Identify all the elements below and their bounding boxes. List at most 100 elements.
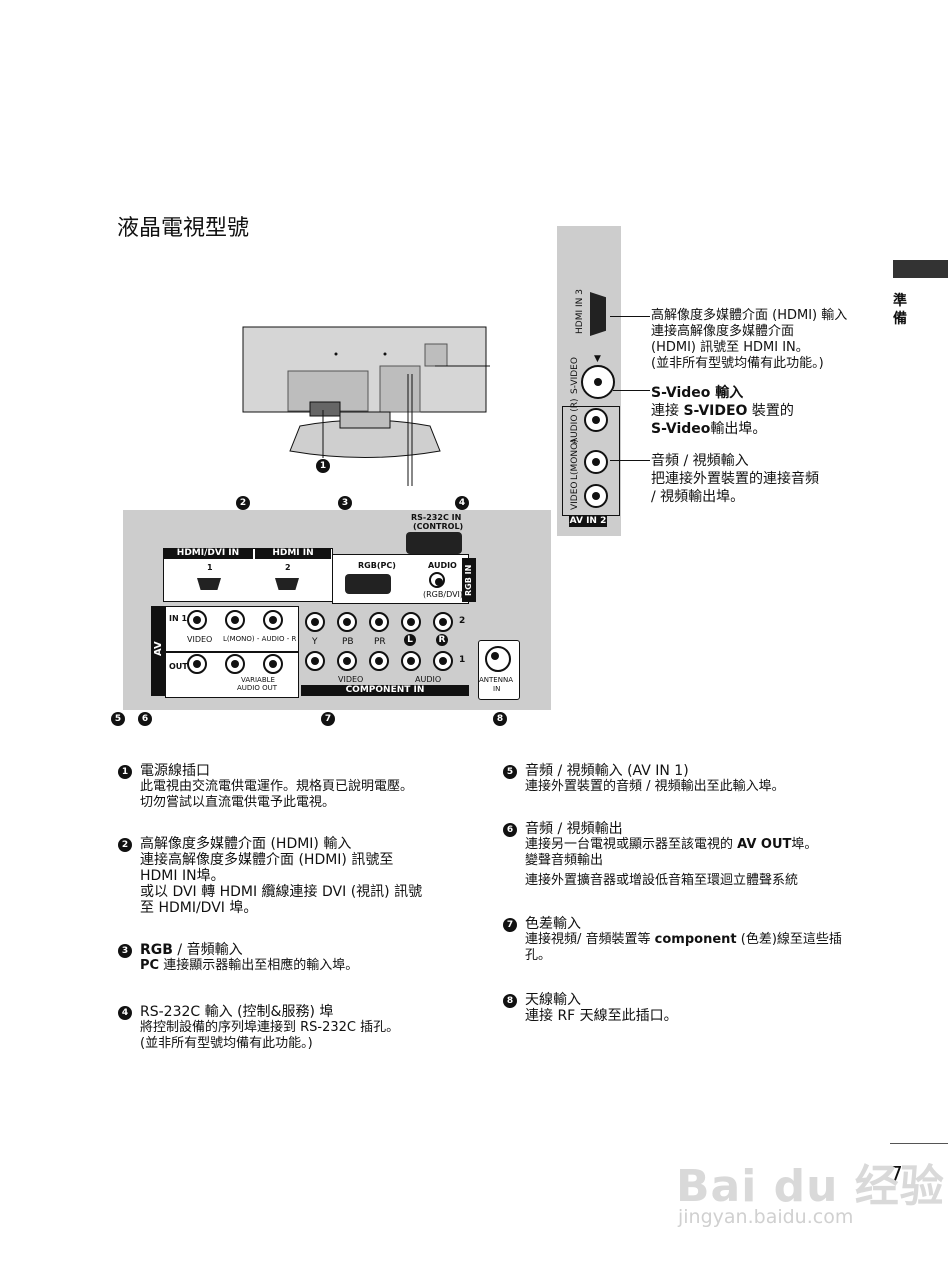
comp-audio-label: AUDIO [415,675,442,684]
desc-av-out-body1-bold: AV OUT [737,837,792,852]
comp-pb-label: PB [342,637,354,647]
svideo-line3-bold: S-Video [651,421,711,437]
av-out-audio-l-jack-icon [225,654,245,674]
comp-row2-label: 2 [459,616,466,626]
page-number: 7 [890,1162,903,1186]
side-input-panel: HDMI IN 3 ▼ S-VIDEO AUDIO (R) L(MONO) VI… [557,226,621,536]
av-out-label: OUT [169,662,188,671]
desc-antenna-title: 天線輸入 [525,992,581,1008]
desc-rgb-title-bold: RGB [140,942,173,958]
svideo-callout-line [613,390,650,391]
desc-hdmi-number: 2 [118,838,132,852]
rgb-in-label: RGB IN [464,564,473,596]
desc-hdmi-body4: 至 HDMI/DVI 埠。 [140,900,258,916]
marker-6: 6 [138,712,152,726]
desc-hdmi-body3: 或以 DVI 轉 HDMI 纜線連接 DVI (視訊) 訊號 [140,884,423,900]
desc-av-in1-number: 5 [503,765,517,779]
comp-video-label: VIDEO [338,675,364,684]
variable-label: VARIABLE [241,676,275,684]
desc-av-out-body3: 連接外置擴音器或增設低音箱至環迴立體聲系統 [525,873,799,888]
audio-r-jack-icon [584,408,608,432]
video-jack-icon [584,484,608,508]
antenna-jack-icon [485,646,511,672]
desc-rs232-body2: (並非所有型號均備有此功能。) [140,1036,313,1051]
desc-power-body2: 切勿嘗試以直流電供電予此電視。 [140,795,336,810]
desc-component-title: 色差輸入 [525,916,581,932]
av-label: AV [153,641,164,656]
av-out-video-jack-icon [187,654,207,674]
svideo-callout: S-Video 輸入 連接 S-VIDEO 裝置的 S-Video輸出埠。 [651,384,794,438]
marker-5: 5 [111,712,125,726]
hdmi-callout: 高解像度多媒體介面 (HDMI) 輸入 連接高解像度多媒體介面 (HDMI) 訊… [651,308,847,372]
desc-component-body1-bold: component [654,932,737,947]
av-in1-video-jack-icon [187,610,207,630]
marker-7: 7 [321,712,335,726]
hdmi3-port-icon [590,292,606,336]
comp1-y-jack-icon [305,651,325,671]
av-callout-line3: / 視頻輸出埠。 [651,489,745,505]
av-callout-line [610,460,650,461]
av-in1-audio-label: L(MONO) - AUDIO - R [223,635,297,643]
av-callout: 音頻 / 視頻輸入 把連接外置裝置的連接音頻 / 視頻輸出埠。 [651,452,819,506]
desc-component-body1-post: (色差)線至這些插 [736,932,842,947]
audio-r-label: AUDIO (R) [570,398,580,444]
desc-av-out-title: 音頻 / 視頻輸出 [525,821,623,837]
desc-rs232-body1: 將控制設備的序列埠連接到 RS-232C 插孔。 [140,1020,400,1035]
antenna-sub-label: IN [493,685,501,693]
comp2-pr-jack-icon [369,612,389,632]
desc-rs232-number: 4 [118,1006,132,1020]
marker-3: 3 [338,496,352,510]
hdmi2-port-icon [275,578,299,590]
vga-port-icon [345,574,391,594]
desc-av-out-body1-post: 埠。 [791,837,818,852]
rgb-pc-label: RGB(PC) [358,561,396,570]
svideo-jack-icon [581,365,615,399]
marker-4: 4 [455,496,469,510]
svideo-line2-prefix: 連接 [651,403,684,419]
desc-rgb-number: 3 [118,944,132,958]
desc-av-out-body1-pre: 連接另一台電視或顯示器至該電視的 [525,837,738,852]
comp1-audio-r-jack-icon [433,651,453,671]
comp2-audio-l-jack-icon [401,612,421,632]
desc-rs232-title: RS-232C 輸入 (控制&服務) 埠 [140,1004,334,1020]
av-in1-label: IN 1 [169,614,188,623]
av-callout-line2: 把連接外置裝置的連接音頻 [651,471,819,487]
desc-component-body2: 孔。 [525,948,552,963]
rgb-audio-sub-label: (RGB/DVI) [423,590,464,599]
hdmi-port2-label: 2 [285,563,291,572]
audio-l-jack-icon [584,450,608,474]
comp-row1-label: 1 [459,655,466,665]
comp1-pb-jack-icon [337,651,357,671]
side-video-label: VIDEO [570,481,580,510]
hdmi-callout-line2: 連接高解像度多媒體介面 [651,324,795,339]
desc-av-in1-title: 音頻 / 視頻輸入 (AV IN 1) [525,763,689,779]
rs232-label: RS-232C IN [411,513,462,522]
desc-av-out-number: 6 [503,823,517,837]
desc-antenna-body1: 連接 RF 天線至此插口。 [525,1008,678,1024]
av-in1-video-label: VIDEO [187,635,213,644]
av-bar [151,606,165,696]
component-in-label: COMPONENT IN [301,685,469,696]
desc-component-number: 7 [503,918,517,932]
marker-2: 2 [236,496,250,510]
comp-l-label: L [404,634,416,646]
tv-back-illustration [242,326,490,486]
svideo-callout-line1: S-Video 輸入 [651,385,744,401]
desc-rgb-title-rest: / 音頻輸入 [172,942,243,958]
svideo-line2-suffix: 裝置的 [747,403,794,419]
rs232-sub-label: (CONTROL) [413,522,464,531]
svideo-label: S-VIDEO [570,357,580,394]
hdmi-in-label: HDMI IN [255,548,331,559]
comp-y-label: Y [312,637,318,647]
av-in1-audio-r-jack-icon [263,610,283,630]
hdmi-callout-line [610,316,650,317]
audio-out-label: AUDIO OUT [237,684,278,692]
desc-rgb-body-bold: PC [140,958,160,973]
section-tab-label: 準備 [893,293,907,327]
rs232-port-icon [406,532,462,554]
